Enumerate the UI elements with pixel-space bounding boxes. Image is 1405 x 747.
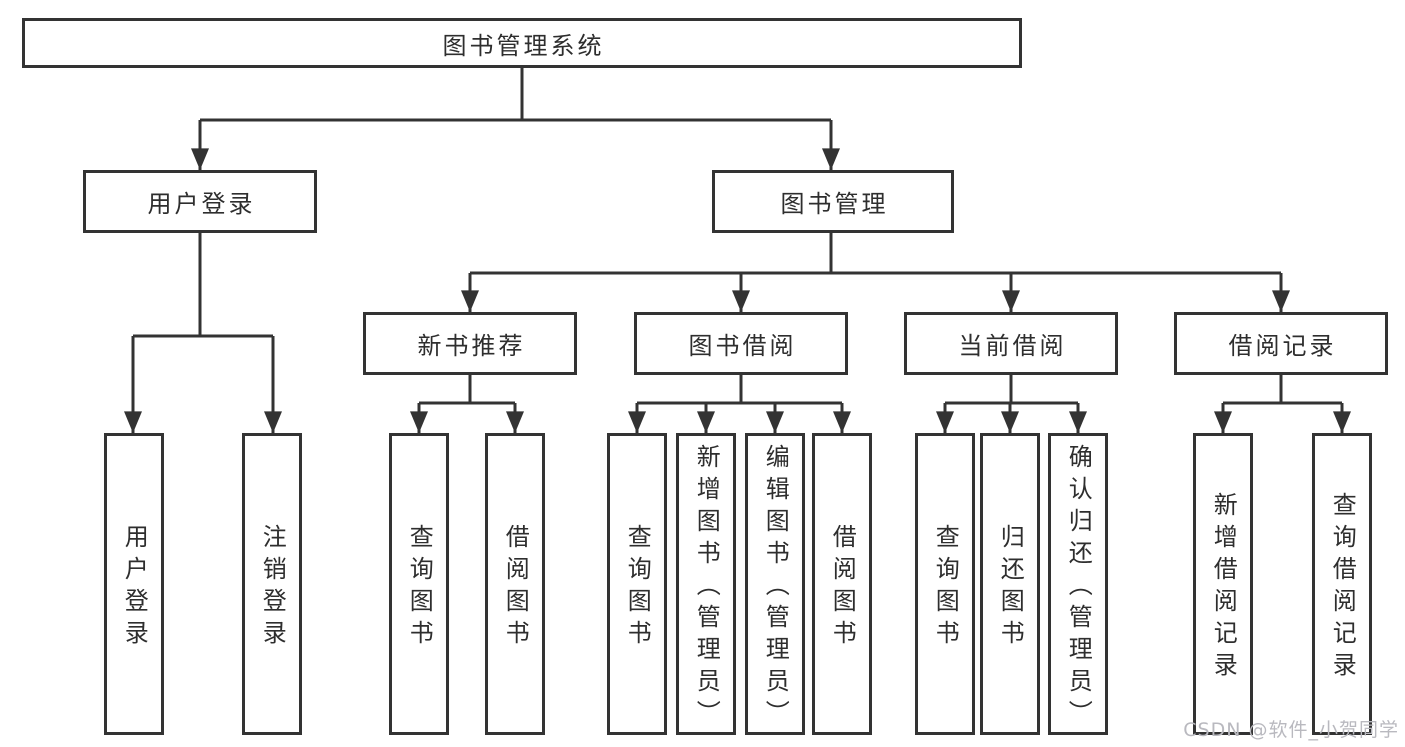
leaf-query-borrow-record: 查询借阅记录 [1312, 433, 1372, 735]
node-system-root: 图书管理系统 [22, 18, 1022, 68]
node-label: 图书管理 [780, 190, 889, 218]
node-label: 借阅记录 [1228, 332, 1337, 360]
node-label: 查询借阅记录 [1328, 492, 1357, 684]
node-label: 新书推荐 [417, 332, 526, 360]
node-label: 新增借阅记录 [1209, 492, 1238, 684]
leaf-add-book-admin: 新增图书（管理员） [676, 433, 736, 735]
node-label: 图书借阅 [688, 332, 797, 360]
node-label: 查询图书 [931, 524, 960, 652]
node-label: 编辑图书（管理员） [761, 444, 790, 732]
node-label: 查询图书 [623, 524, 652, 652]
node-book-management-module: 图书管理 [712, 170, 954, 233]
node-label: 新增图书（管理员） [692, 444, 721, 732]
leaf-confirm-return-admin: 确认归还（管理员） [1048, 433, 1108, 735]
csdn-watermark: CSDN @软件_小贺同学 [1183, 719, 1399, 741]
node-label: 查询图书 [405, 524, 434, 652]
node-new-book-recommend: 新书推荐 [363, 312, 577, 375]
leaf-user-login: 用户登录 [104, 433, 164, 735]
node-label: 当前借阅 [958, 332, 1067, 360]
leaf-logout: 注销登录 [242, 433, 302, 735]
node-label: 借阅图书 [828, 524, 857, 652]
node-label: 图书管理系统 [442, 31, 605, 60]
node-label: 用户登录 [147, 190, 256, 218]
node-label: 归还图书 [996, 524, 1025, 652]
node-label: 注销登录 [258, 524, 287, 652]
node-label: 用户登录 [120, 524, 149, 652]
leaf-borrow-books-recommend: 借阅图书 [485, 433, 545, 735]
connector-skeleton [133, 68, 1342, 405]
leaf-query-books-current: 查询图书 [915, 433, 975, 735]
leaf-borrow-books: 借阅图书 [812, 433, 872, 735]
leaf-return-book: 归还图书 [980, 433, 1040, 735]
leaf-edit-book-admin: 编辑图书（管理员） [745, 433, 805, 735]
node-label: 借阅图书 [501, 524, 530, 652]
node-borrow-records: 借阅记录 [1174, 312, 1388, 375]
node-book-borrowing: 图书借阅 [634, 312, 848, 375]
node-current-borrowing: 当前借阅 [904, 312, 1118, 375]
leaf-add-borrow-record: 新增借阅记录 [1193, 433, 1253, 735]
leaf-query-books-borrowing: 查询图书 [607, 433, 667, 735]
leaf-query-books-recommend: 查询图书 [389, 433, 449, 735]
node-label: 确认归还（管理员） [1064, 444, 1093, 732]
node-user-login-module: 用户登录 [83, 170, 317, 233]
